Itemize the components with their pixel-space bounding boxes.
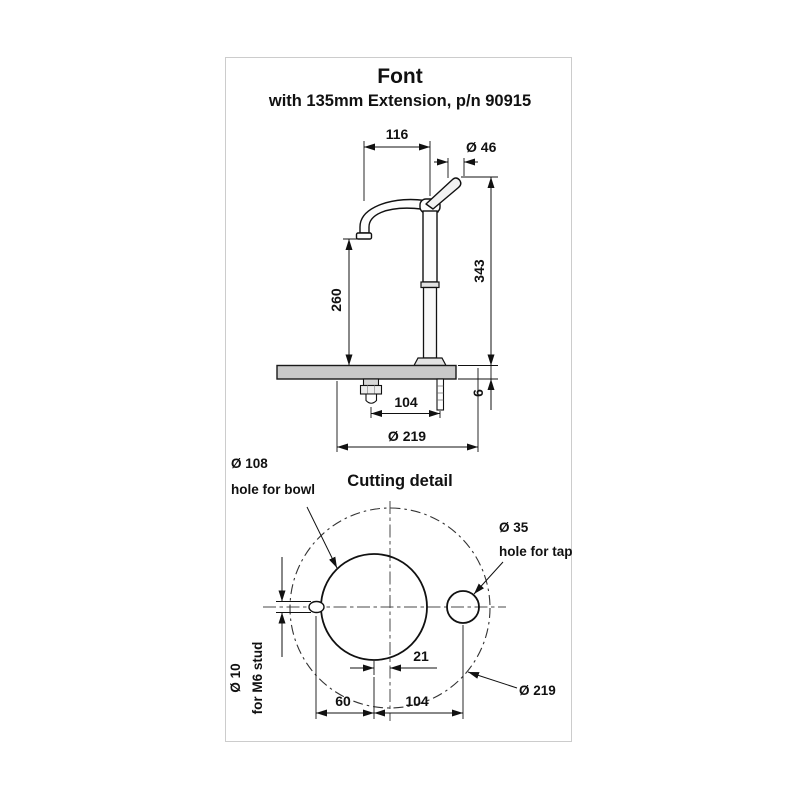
dim-343-label: 343 [471,259,487,283]
tap-base-flange [413,357,447,367]
tap-lever [425,177,462,210]
page-subtitle: with 135mm Extension, p/n 90915 [268,92,531,110]
dimension-spout-height: 260 [328,238,364,366]
tap-hole-text: hole for tap [499,544,573,559]
drain-shank [362,378,380,387]
drain-nut [359,384,383,395]
dim-260-label: 260 [328,288,344,312]
stud-dia-label: Ø 10 [228,663,243,692]
dimension-hole-spacing: 60 104 [315,616,464,719]
outer-dia-label: Ø 219 [519,683,556,698]
stud-callout: Ø 10 for M6 stud [228,557,311,714]
leader-line [306,506,338,569]
dim-104-label: 104 [394,394,418,410]
dim-116-label: 116 [386,126,409,142]
bowl-hole-text: hole for bowl [231,482,315,497]
leader-line [467,671,518,689]
dimension-bowl-dia: Ø 219 [336,368,479,452]
dim-104-bottom-label: 104 [405,693,429,709]
tap-hole-callout: Ø 35 hole for tap [473,520,573,595]
bowl-hole-callout: Ø 108 hole for bowl [231,456,338,569]
leader-line [473,561,504,595]
outer-circle [289,507,491,709]
dimension-spout-reach: 116 [363,126,431,201]
side-view: 116 Ø 46 343 6 260 [276,126,498,452]
extension-tube [422,286,438,359]
tap-hole-circle [446,590,480,624]
stud-text: for M6 stud [250,642,265,715]
drain-tail [365,393,378,404]
dimension-total-height: 343 [458,176,498,366]
drawing-border [225,57,572,742]
bowl-hole-dia-label: Ø 108 [231,456,268,471]
fixing-stud [436,378,445,411]
spout-outlet [355,232,373,240]
dim-21-label: 21 [413,648,429,664]
stud-hole [308,600,325,614]
outer-dia-callout: Ø 219 [467,671,556,698]
stud-body [436,378,445,411]
cutting-detail: Cutting detail Ø 108 hole for bowl Ø 35 … [228,456,573,721]
tap-body [422,210,438,283]
tap-hole-dia-label: Ø 35 [499,520,529,535]
drain-fitting [359,378,383,404]
dimension-center-offset: 21 [350,648,437,675]
cutting-detail-title: Cutting detail [347,472,452,490]
tap-assembly [355,177,462,367]
dim-dia46-label: Ø 46 [466,139,497,155]
dimension-body-dia: Ø 46 [434,139,497,178]
tap-collar [420,281,440,289]
counter-section [276,364,457,380]
dim-60-label: 60 [335,693,351,709]
dimension-drain-spacing: 104 [370,394,441,418]
dim-dia219-label: Ø 219 [388,428,426,444]
page-title: Font [377,65,422,88]
